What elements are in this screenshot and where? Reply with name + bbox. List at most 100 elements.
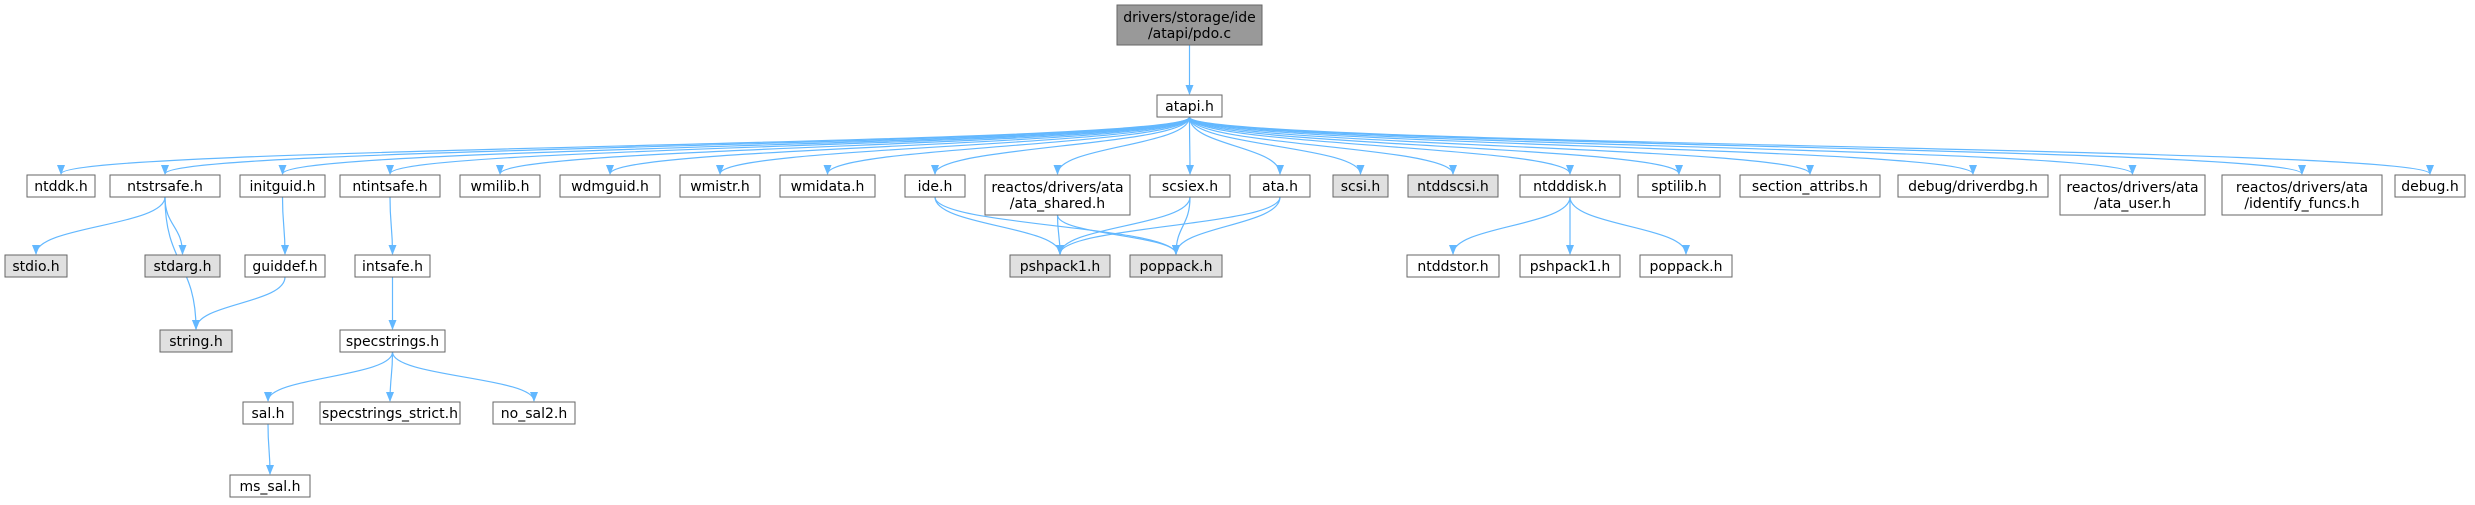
node-poppack_a[interactable]: poppack.h xyxy=(1129,254,1223,278)
node-box-atapi[interactable] xyxy=(1156,94,1223,118)
node-box-pdo[interactable] xyxy=(1116,4,1263,46)
node-box-sptilib[interactable] xyxy=(1637,174,1721,198)
node-ntddscsi[interactable]: ntddscsi.h xyxy=(1407,174,1499,198)
node-label-poppack_a: poppack.h xyxy=(1140,259,1213,275)
node-driverdbg[interactable]: debug/driverdbg.h xyxy=(1897,174,2049,198)
edge-scsiex-to-poppack_a xyxy=(1172,196,1191,255)
node-box-section[interactable] xyxy=(1739,174,1881,198)
node-atapi[interactable]: atapi.h xyxy=(1156,94,1223,118)
edge-ide-to-pshpack1_a xyxy=(934,196,1064,255)
node-box-ms_sal[interactable] xyxy=(229,474,311,498)
node-box-ntstrsafe[interactable] xyxy=(109,174,221,198)
node-ide[interactable]: ide.h xyxy=(904,174,966,198)
edges-layer xyxy=(32,45,2434,475)
node-box-ata_user[interactable] xyxy=(2059,174,2206,216)
node-box-wmilib[interactable] xyxy=(459,174,541,198)
node-box-ata_shared[interactable] xyxy=(984,174,1131,216)
node-box-string[interactable] xyxy=(159,329,233,353)
node-intsafe[interactable]: intsafe.h xyxy=(354,254,431,278)
node-wmistr[interactable]: wmistr.h xyxy=(679,174,761,198)
edge-atapi-to-sptilib xyxy=(1188,116,1683,175)
node-nosal2[interactable]: no_sal2.h xyxy=(492,401,576,425)
node-ntddstor[interactable]: ntddstor.h xyxy=(1406,254,1500,278)
node-pshpack1_b[interactable]: pshpack1.h xyxy=(1519,254,1621,278)
node-pshpack1_a[interactable]: pshpack1.h xyxy=(1009,254,1111,278)
node-wdmguid[interactable]: wdmguid.h xyxy=(559,174,661,198)
node-sal[interactable]: sal.h xyxy=(242,401,294,425)
node-box-sal[interactable] xyxy=(242,401,294,425)
node-specstrings[interactable]: specstrings.h xyxy=(339,329,446,353)
node-box-ntintsafe[interactable] xyxy=(339,174,441,198)
node-box-ide[interactable] xyxy=(904,174,966,198)
node-label-ms_sal: ms_sal.h xyxy=(239,479,300,495)
node-box-debug[interactable] xyxy=(2394,174,2466,198)
node-specstrict[interactable]: specstrings_strict.h xyxy=(319,401,461,425)
node-wmilib[interactable]: wmilib.h xyxy=(459,174,541,198)
node-box-ntddstor[interactable] xyxy=(1406,254,1500,278)
node-label-scsi: scsi.h xyxy=(1341,179,1381,195)
edge-specstrings-to-specstrict xyxy=(386,351,395,402)
node-stdio[interactable]: stdio.h xyxy=(4,254,68,278)
node-box-stdio[interactable] xyxy=(4,254,68,278)
node-label-wmidata: wmidata.h xyxy=(791,179,865,195)
edge-atapi-to-wmidata xyxy=(823,116,1191,175)
node-box-driverdbg[interactable] xyxy=(1897,174,2049,198)
node-label-ata_user: /ata_user.h xyxy=(2094,196,2171,212)
edge-atapi-to-ntddscsi xyxy=(1188,116,1457,175)
node-ata_shared[interactable]: reactos/drivers/ata/ata_shared.h xyxy=(984,174,1131,216)
node-scsi[interactable]: scsi.h xyxy=(1332,174,1389,198)
node-ata[interactable]: ata.h xyxy=(1249,174,1311,198)
node-box-nosal2[interactable] xyxy=(492,401,576,425)
edge-atapi-to-ntintsafe xyxy=(386,116,1191,175)
node-box-wdmguid[interactable] xyxy=(559,174,661,198)
node-label-pdo: /atapi/pdo.c xyxy=(1148,26,1231,42)
node-ntintsafe[interactable]: ntintsafe.h xyxy=(339,174,441,198)
node-box-wmistr[interactable] xyxy=(679,174,761,198)
node-label-driverdbg: debug/driverdbg.h xyxy=(1908,179,2038,195)
node-label-sal: sal.h xyxy=(251,406,284,422)
edge-specstrings-to-sal xyxy=(264,351,394,402)
node-box-initguid[interactable] xyxy=(239,174,326,198)
node-ms_sal[interactable]: ms_sal.h xyxy=(229,474,311,498)
node-box-scsiex[interactable] xyxy=(1149,174,1231,198)
node-label-debug: debug.h xyxy=(2401,179,2458,195)
node-initguid[interactable]: initguid.h xyxy=(239,174,326,198)
node-box-poppack_a[interactable] xyxy=(1129,254,1223,278)
node-guiddef[interactable]: guiddef.h xyxy=(244,254,326,278)
node-box-ntddk[interactable] xyxy=(26,174,96,198)
node-box-scsi[interactable] xyxy=(1332,174,1389,198)
node-stdarg[interactable]: stdarg.h xyxy=(144,254,221,278)
node-label-pdo: drivers/storage/ide xyxy=(1123,10,1256,26)
node-box-pshpack1_b[interactable] xyxy=(1519,254,1621,278)
node-box-identify[interactable] xyxy=(2221,174,2383,216)
node-pdo[interactable]: drivers/storage/ide/atapi/pdo.c xyxy=(1116,4,1263,46)
node-identify[interactable]: reactos/drivers/ata/identify_funcs.h xyxy=(2221,174,2383,216)
node-section[interactable]: section_attribs.h xyxy=(1739,174,1881,198)
node-box-wmidata[interactable] xyxy=(779,174,876,198)
node-box-specstrings[interactable] xyxy=(339,329,446,353)
node-label-ntdddisk: ntdddisk.h xyxy=(1533,179,1607,195)
node-box-ntddscsi[interactable] xyxy=(1407,174,1499,198)
node-box-pshpack1_a[interactable] xyxy=(1009,254,1111,278)
node-wmidata[interactable]: wmidata.h xyxy=(779,174,876,198)
node-box-poppack_b[interactable] xyxy=(1639,254,1733,278)
node-box-ata[interactable] xyxy=(1249,174,1311,198)
node-label-ide: ide.h xyxy=(918,179,953,195)
node-label-section: section_attribs.h xyxy=(1752,179,1868,195)
node-scsiex[interactable]: scsiex.h xyxy=(1149,174,1231,198)
node-box-ntdddisk[interactable] xyxy=(1519,174,1621,198)
node-box-specstrict[interactable] xyxy=(319,401,461,425)
node-box-guiddef[interactable] xyxy=(244,254,326,278)
node-sptilib[interactable]: sptilib.h xyxy=(1637,174,1721,198)
node-poppack_b[interactable]: poppack.h xyxy=(1639,254,1733,278)
node-ntstrsafe[interactable]: ntstrsafe.h xyxy=(109,174,221,198)
node-debug[interactable]: debug.h xyxy=(2394,174,2466,198)
node-ata_user[interactable]: reactos/drivers/ata/ata_user.h xyxy=(2059,174,2206,216)
node-box-stdarg[interactable] xyxy=(144,254,221,278)
node-ntdddisk[interactable]: ntdddisk.h xyxy=(1519,174,1621,198)
edge-initguid-to-guiddef xyxy=(280,196,289,255)
node-box-intsafe[interactable] xyxy=(354,254,431,278)
node-ntddk[interactable]: ntddk.h xyxy=(26,174,96,198)
node-string[interactable]: string.h xyxy=(159,329,233,353)
node-label-ata_shared: /ata_shared.h xyxy=(1010,196,1105,212)
